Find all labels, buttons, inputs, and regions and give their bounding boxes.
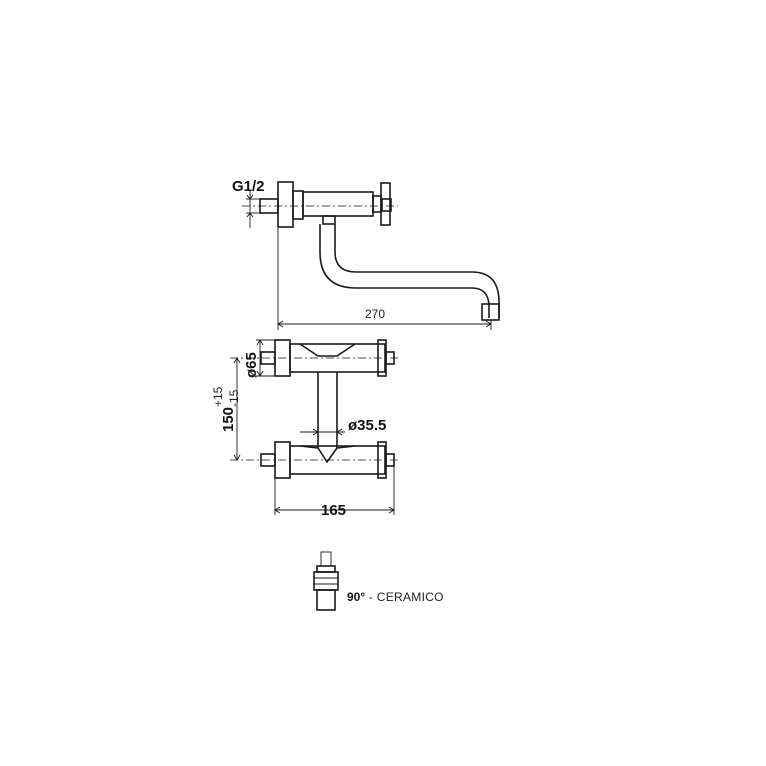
- side-spout-outlet: [481, 303, 500, 321]
- side-spout-pipe: [319, 224, 500, 318]
- side-valve-body: [302, 191, 374, 217]
- d150-arrows: [233, 357, 241, 461]
- dim270-arrows: [277, 320, 492, 328]
- front-view: ø65 150 +15 -15 ø35.5 165: [211, 339, 400, 519]
- cartridge-angle: 90°: [347, 590, 365, 604]
- d355-arrows: [312, 428, 343, 436]
- cartridge-separator: -: [365, 590, 377, 604]
- side-cross-handle: [380, 182, 391, 226]
- dim270-label: 270: [365, 307, 385, 321]
- d165-label: 165: [321, 502, 346, 519]
- side-wall-flange: [277, 181, 294, 228]
- d165-arrows: [274, 506, 395, 514]
- side-handle-collar: [372, 195, 382, 213]
- side-view: G1/2 270: [232, 178, 500, 330]
- front-central-body: [317, 372, 338, 448]
- cartridge-caption: 90° - CERAMICO: [347, 590, 444, 604]
- g12-label: G1/2: [232, 178, 265, 195]
- d65-arrows: [256, 339, 264, 377]
- side-flange-ring: [292, 190, 304, 220]
- g12-arrows: [246, 194, 254, 218]
- d150-label: 150: [220, 407, 237, 432]
- side-spout-neck: [322, 215, 336, 225]
- side-handle-knob: [381, 198, 392, 212]
- cartridge-type: CERAMICO: [377, 590, 444, 604]
- d65-label: ø65: [243, 352, 260, 378]
- cartridge-icon: [313, 551, 339, 611]
- front-bottom-tee: [299, 445, 356, 464]
- d150-minus: -15: [227, 389, 241, 407]
- d355-label: ø35.5: [348, 417, 386, 434]
- d150-plus: +15: [211, 386, 225, 407]
- front-top-tee: [299, 343, 356, 357]
